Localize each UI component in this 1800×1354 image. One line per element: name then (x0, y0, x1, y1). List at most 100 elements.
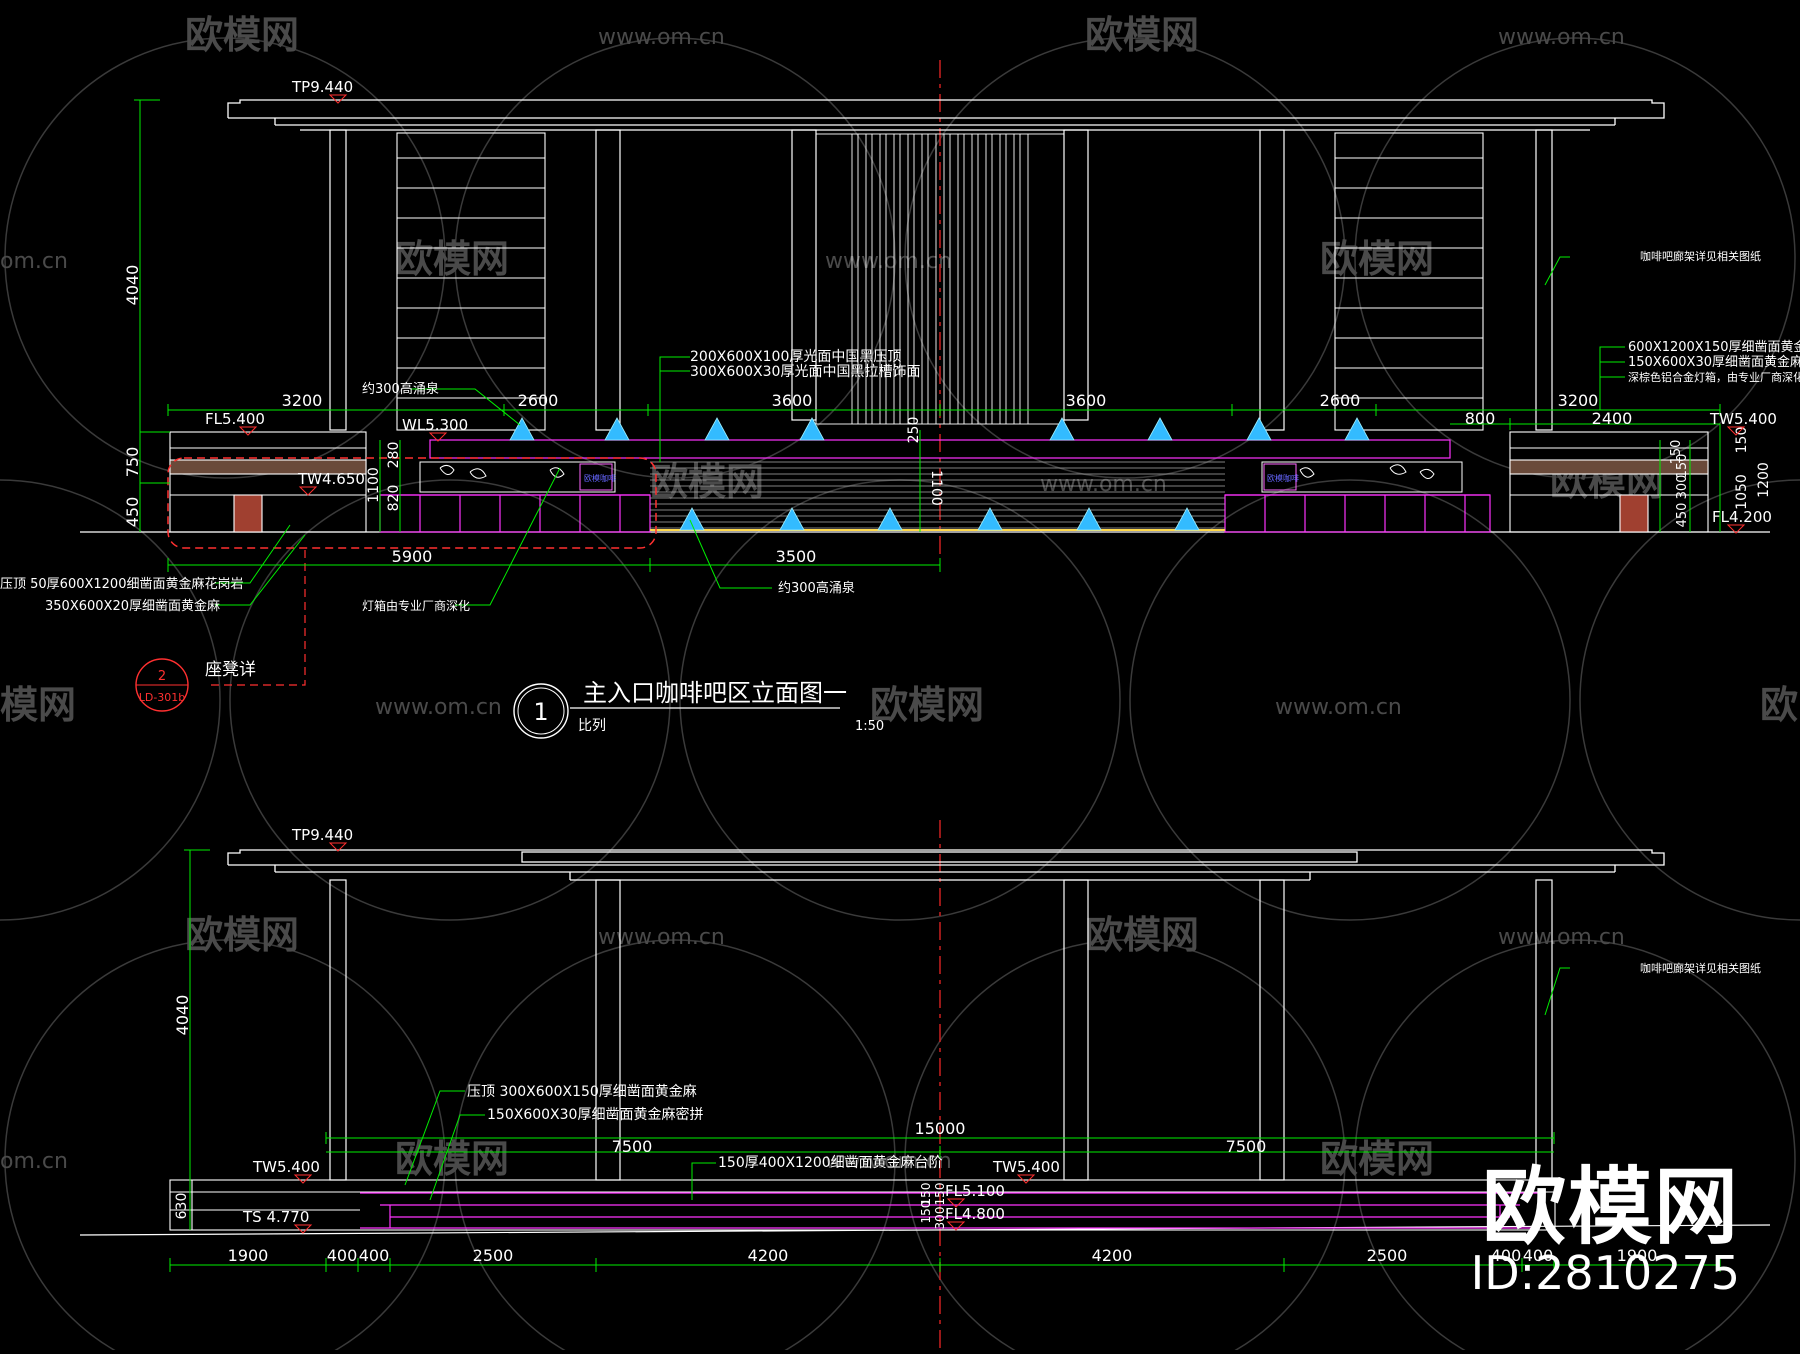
dim-right-800: 800 (1465, 409, 1496, 428)
dim-right-150b: 150 (1669, 440, 1684, 465)
dim-b-400b: 400 (359, 1246, 390, 1265)
dim-top-3600-right: 3600 (1066, 391, 1107, 410)
id-watermark: ID:2810275 (1470, 1246, 1740, 1300)
level-wl: WL5.300 (402, 416, 468, 434)
dim-1100-center: 1100 (928, 470, 944, 506)
scale-label: 比列 (578, 718, 606, 734)
wm-url-2: www.om.cn (1498, 25, 1625, 50)
dim-820: 820 (386, 485, 402, 512)
elevation-title: 主入口咖啡吧区立面图一 (583, 679, 847, 707)
note-fountain-a: 约300高涌泉 (362, 381, 439, 397)
scale-value: 1:50 (855, 719, 884, 734)
top-lightbox-left: 欧模咖啡 (419, 461, 616, 493)
level-tp: TP9.440 (291, 78, 353, 96)
top-right-plinth (1509, 431, 1709, 533)
dim-b-4200-left: 4200 (748, 1246, 789, 1265)
dim-15000: 15000 (915, 1119, 966, 1138)
dim-b-4200-right: 4200 (1092, 1246, 1133, 1265)
dim-top-2600-right: 2600 (1320, 391, 1361, 410)
top-louvre-left (396, 132, 546, 431)
top-central-fall (650, 461, 1225, 529)
b-note-right: 咖啡吧廊架详见相关图纸 (1640, 961, 1761, 975)
top-seat-leader (210, 550, 306, 686)
wm-url-5: www.om.cn (375, 695, 502, 720)
title-number: 1 (533, 698, 548, 726)
dim-right-150a: 150 (1734, 427, 1750, 454)
b-level-tw-mid: TW5.400 (992, 1158, 1060, 1176)
note-light: 灯箱由专业厂商深化 (362, 598, 470, 613)
dim-bottom-total-height: 4040 (173, 995, 192, 1036)
wm-brand-11: 欧模网 (1320, 1137, 1434, 1181)
note-right-c: 150X600X30厚细凿面黄金麻密拼 (1628, 354, 1800, 370)
dim-bottom-150b: 150 (919, 1201, 933, 1224)
bottom-roof (227, 849, 1665, 881)
bottom-dimensions (169, 849, 1721, 1272)
bottom-elevation: 4040 630 150 150 150 300 15000 7500 7500… (79, 826, 1771, 1272)
top-dim-text: 4040 750 450 280 1100 820 250 1100 150 1… (123, 265, 1772, 566)
lightbox-sign-right: 欧模咖啡 (1267, 473, 1299, 483)
dim-bottom-630: 630 (174, 1193, 190, 1220)
top-left-plinth (169, 431, 367, 533)
note-left-a: 压顶 50厚600X1200细凿面黄金麻花岗岩 (0, 576, 243, 592)
wm-url-partial-2: om.cn (0, 1149, 68, 1174)
b-note-b: 150X600X30厚细凿面黄金麻密拼 (487, 1106, 703, 1123)
level-tw-right: TW5.400 (1709, 410, 1777, 428)
top-leaders (215, 256, 1625, 606)
b-note-c: 150厚400X1200细凿面黄金麻台阶 (718, 1154, 943, 1171)
dim-total-height: 4040 (123, 265, 142, 306)
wm-brand-9: 欧模网 (1085, 913, 1199, 957)
dim-450: 450 (123, 497, 142, 528)
wm-brand-4: 欧模网 (1320, 237, 1434, 281)
bottom-notes: 压顶 300X600X150厚细凿面黄金麻 150X600X30厚细凿面黄金麻密… (467, 961, 1761, 1171)
note-right-d: 深棕色铝合金灯箱，由专业厂商深化设计 (1628, 370, 1800, 384)
dim-top-3200-right: 3200 (1558, 391, 1599, 410)
top-dimensions (134, 99, 1721, 572)
note-fountain-b: 约300高涌泉 (778, 580, 855, 596)
b-note-a: 压顶 300X600X150厚细凿面黄金麻 (467, 1083, 697, 1100)
dim-7500-right: 7500 (1226, 1137, 1267, 1156)
dim-top-2600-left: 2600 (518, 391, 559, 410)
wm-url-partial-1: om.cn (0, 249, 68, 274)
top-lightbox-right: 欧模咖啡 (1261, 461, 1463, 493)
note-top-a: 200X600X100厚光面中国黑压顶 (690, 349, 901, 365)
top-roof (227, 99, 1665, 131)
dim-right-300: 300 (1675, 475, 1690, 500)
watermark-circles (0, 37, 1800, 1354)
top-feature-wall (815, 133, 1065, 425)
b-level-tp: TP9.440 (291, 826, 353, 844)
b-level-fl-a: FL5.100 (945, 1182, 1005, 1200)
dim-b-400c: 400 (1491, 1246, 1522, 1265)
wm-brand-partial-right: 欧 (1760, 683, 1798, 727)
dim-bottom-300: 300 (933, 1207, 947, 1230)
dim-280: 280 (386, 442, 402, 469)
top-notes: 200X600X100厚光面中国黑压顶 300X600X30厚光面中国黑拉槽饰面… (0, 249, 1800, 680)
note-right-a: 咖啡吧廊架详见相关图纸 (1640, 249, 1761, 263)
bottom-magenta-steps (360, 1192, 1540, 1229)
b-level-tw-left: TW5.400 (252, 1158, 320, 1176)
top-elevation: 欧模咖啡 欧模咖啡 (0, 78, 1800, 739)
level-fl-left: FL5.400 (205, 410, 265, 428)
wm-brand-8: 欧模网 (185, 913, 299, 957)
dim-1100-left: 1100 (366, 467, 382, 503)
lightbox-sign-left: 欧模咖啡 (584, 473, 616, 483)
dim-750: 750 (123, 447, 142, 478)
detail-callout: 2 LD-301b (135, 658, 189, 712)
bottom-dim-text: 4040 630 150 150 150 300 15000 7500 7500… (173, 995, 1657, 1265)
level-fl-right: FL4.200 (1712, 508, 1772, 526)
dim-bottom-5900: 5900 (392, 547, 433, 566)
dim-right-1050: 1050 (1734, 474, 1750, 510)
wm-brand-3: 欧模网 (395, 237, 509, 281)
dim-b-2500-right: 2500 (1367, 1246, 1408, 1265)
b-level-ts: TS 4.770 (242, 1208, 309, 1226)
brand-watermark: 欧模网 (1481, 1158, 1740, 1256)
dim-b-1900-left: 1900 (228, 1246, 269, 1265)
wm-url-7: www.om.cn (598, 925, 725, 950)
bottom-leaders (404, 967, 1570, 1201)
note-right-b: 600X1200X150厚细凿面黄金麻 (1628, 339, 1800, 355)
wm-url-8: www.om.cn (1498, 925, 1625, 950)
seat-detail-label: 座凳详 (205, 660, 256, 680)
dim-top-3200-left: 3200 (282, 391, 323, 410)
top-title-block: 1 主入口咖啡吧区立面图一 比列 1:50 (513, 679, 884, 739)
wm-brand-partial-left: 模网 (0, 683, 76, 727)
